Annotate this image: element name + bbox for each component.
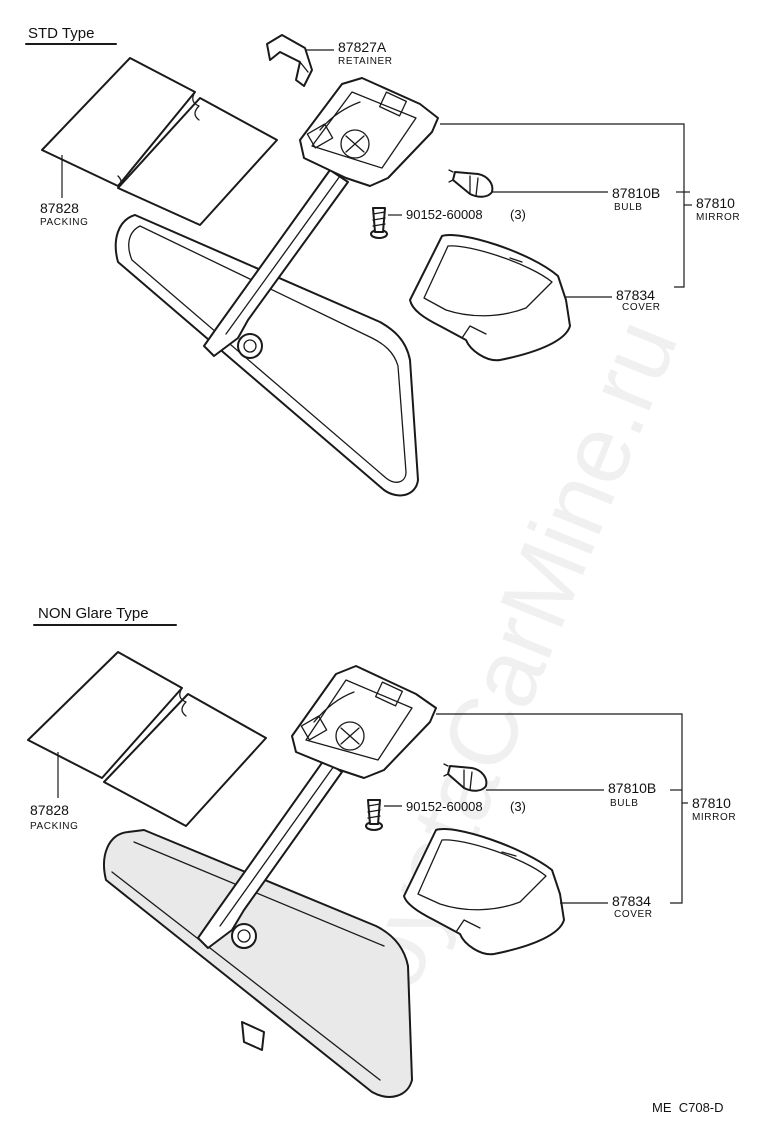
std-packing-number: 87828 xyxy=(40,200,79,216)
std-type-title: STD Type xyxy=(28,25,94,42)
std-retainer-number: 87827A xyxy=(338,39,387,55)
ng-packing-number: 87828 xyxy=(30,802,69,818)
ng-mirror-drawing xyxy=(103,665,437,1098)
ng-screw-number: 90152-60008 xyxy=(406,799,483,814)
ng-packing-drawing xyxy=(27,651,267,827)
ng-mirror-number: 87810 xyxy=(692,795,731,811)
std-cover-drawing xyxy=(409,234,571,362)
std-bulb-number: 87810B xyxy=(612,185,660,201)
ng-screw-drawing xyxy=(365,799,383,831)
std-retainer-name: RETAINER xyxy=(338,56,393,67)
std-cover-name: COVER xyxy=(622,302,661,313)
diagram-code: ME C708-D xyxy=(652,1100,724,1115)
std-packing-drawing xyxy=(41,57,278,226)
ng-bulb-number: 87810B xyxy=(608,780,656,796)
non-glare-type-section: NON Glare Type 87828 PACKING xyxy=(27,605,736,1098)
std-cover-number: 87834 xyxy=(616,287,655,303)
std-bulb-name: BULB xyxy=(614,202,643,213)
ng-bulb-drawing xyxy=(443,763,488,792)
ng-mirror-name: MIRROR xyxy=(692,812,736,823)
std-screw-number: 90152-60008 xyxy=(406,207,483,222)
std-screw-qty: (3) xyxy=(510,207,526,222)
std-screw-drawing xyxy=(370,207,388,239)
std-mirror-number: 87810 xyxy=(696,195,735,211)
std-packing-name: PACKING xyxy=(40,217,88,228)
ng-cover-drawing xyxy=(403,828,565,956)
ng-bulb-name: BULB xyxy=(610,798,639,809)
std-mirror-name: MIRROR xyxy=(696,212,740,223)
ng-cover-name: COVER xyxy=(614,909,653,920)
ng-cover-number: 87834 xyxy=(612,893,651,909)
ng-packing-name: PACKING xyxy=(30,821,78,832)
std-mirror-drawing xyxy=(114,77,439,497)
non-glare-type-title: NON Glare Type xyxy=(38,605,149,622)
std-type-section: STD Type 87828 PACKING 87827A RETAINER xyxy=(25,25,740,497)
ng-screw-qty: (3) xyxy=(510,799,526,814)
std-retainer-drawing xyxy=(266,34,313,87)
std-bulb-drawing xyxy=(448,169,494,198)
ng-mirror-bracket xyxy=(436,713,683,904)
